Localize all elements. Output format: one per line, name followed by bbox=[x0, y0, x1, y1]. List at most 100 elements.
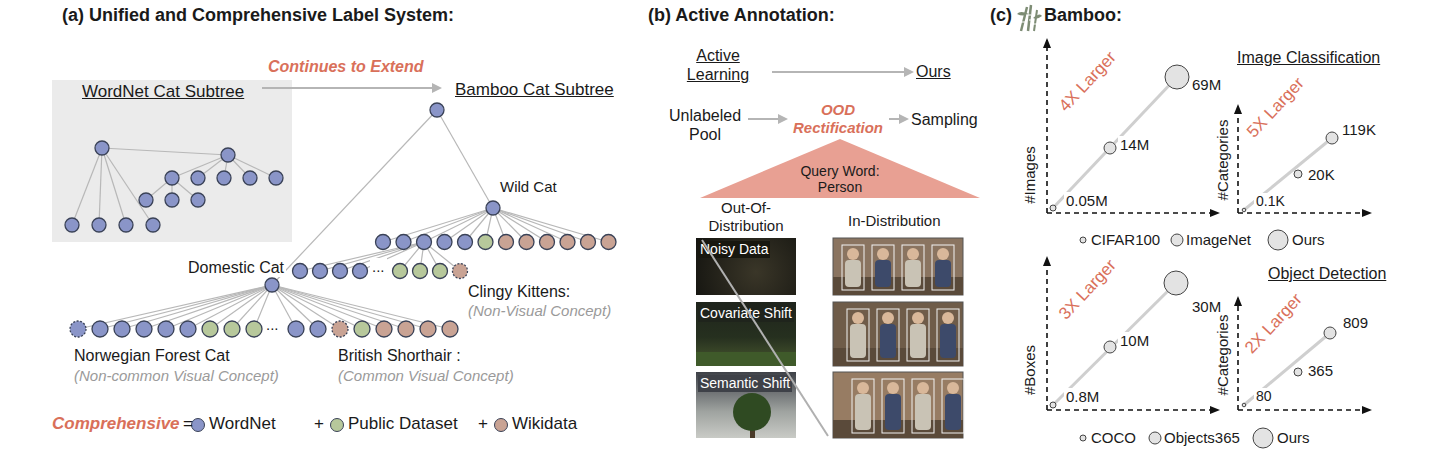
chart-axis bbox=[1237, 298, 1239, 410]
photo-person-head bbox=[887, 382, 899, 394]
legend-swatch bbox=[494, 418, 508, 432]
label-slot: Continues to Extend bbox=[268, 57, 424, 76]
tree-node-circle bbox=[393, 264, 408, 279]
legend-text: Public Dataset bbox=[348, 414, 458, 434]
text-label: 30M bbox=[1192, 298, 1221, 316]
text-label: Comprehensive bbox=[52, 414, 180, 434]
tree-node-circle bbox=[430, 103, 444, 117]
chart-axis bbox=[1238, 212, 1370, 214]
size-bubble bbox=[1164, 271, 1188, 295]
tree-node-circle bbox=[224, 321, 240, 337]
tree-link bbox=[102, 148, 228, 155]
rotated-label: #Categories bbox=[1214, 120, 1232, 201]
tree-node-circle bbox=[486, 201, 500, 215]
extend-arrow bbox=[262, 87, 440, 89]
label-slot: = bbox=[183, 414, 193, 434]
label-slot: British Shorthair : bbox=[338, 346, 461, 365]
legend-text: CIFAR100 bbox=[1091, 231, 1160, 249]
text-label: Sampling bbox=[911, 110, 978, 129]
tree-node-circle bbox=[332, 321, 348, 337]
bamboo-icon bbox=[1034, 10, 1037, 31]
panel-heading: WordNet Cat Subtree bbox=[82, 82, 244, 102]
photo-person-head bbox=[857, 382, 869, 394]
label-slot: (Common Visual Concept) bbox=[338, 367, 514, 385]
tree-node-circle bbox=[288, 321, 304, 337]
tree-node-circle bbox=[243, 171, 257, 185]
size-bubble bbox=[1050, 402, 1056, 408]
text-label: Domestic Cat bbox=[186, 258, 286, 277]
label-slot: 3X Larger bbox=[1055, 256, 1121, 325]
tree-node-circle bbox=[95, 141, 109, 155]
photo-person-head bbox=[917, 382, 929, 394]
legend-bubble bbox=[1268, 230, 1288, 250]
legend-bubble bbox=[1253, 428, 1273, 448]
photo-person-head bbox=[942, 312, 954, 324]
query-text: Query Word: Person bbox=[785, 163, 895, 195]
label-slot: 4X Larger bbox=[1055, 48, 1121, 117]
photo-person-body bbox=[935, 260, 951, 287]
tree-node-circle bbox=[499, 235, 514, 250]
photo-person-head bbox=[882, 312, 894, 324]
tree-node-circle bbox=[165, 193, 179, 207]
photo-person-head bbox=[937, 248, 949, 260]
label-slot: ... bbox=[266, 316, 279, 334]
tree-node-circle bbox=[202, 321, 218, 337]
legend-swatch bbox=[330, 418, 344, 432]
bamboo-joint bbox=[1026, 15, 1031, 16]
size-bubble bbox=[1326, 132, 1338, 144]
text-label: (Common Visual Concept) bbox=[338, 367, 514, 385]
text-label: Unlabeled Pool bbox=[663, 106, 747, 144]
label-slot: 809 bbox=[1343, 314, 1368, 332]
rotated-label: #Boxes bbox=[1021, 345, 1039, 395]
text-label: Norwegian Forest Cat bbox=[74, 346, 230, 365]
tree-node-circle bbox=[396, 235, 411, 250]
ood-image: Noisy Data bbox=[696, 238, 796, 295]
tree-node-circle bbox=[191, 193, 205, 207]
tree-node-circle bbox=[310, 321, 326, 337]
text-label: Image Classification bbox=[1237, 48, 1380, 67]
legend-text: Wikidata bbox=[512, 414, 577, 434]
tree-node-circle bbox=[221, 148, 235, 162]
tree-link bbox=[210, 285, 272, 329]
label-slot: Ours bbox=[916, 62, 951, 81]
photo-bounding-box bbox=[932, 245, 954, 290]
label-slot: (b) Active Annotation: bbox=[648, 5, 835, 27]
label-slot: #Boxes bbox=[1021, 345, 1039, 395]
tree-node-circle bbox=[265, 278, 279, 292]
label-slot: Object Detection bbox=[1268, 264, 1386, 283]
text-label: 119K bbox=[1342, 121, 1376, 139]
legend-slot: Wikidata bbox=[512, 414, 577, 434]
chart-axis bbox=[1047, 212, 1218, 214]
tree-node-circle bbox=[376, 321, 392, 337]
text-label: (Non-common Visual Concept) bbox=[74, 367, 279, 385]
tree-node-circle bbox=[65, 218, 79, 232]
photo-frame bbox=[833, 372, 963, 438]
text-label: In-Distribution bbox=[848, 212, 941, 230]
tree-node-circle bbox=[453, 264, 468, 279]
size-bubble bbox=[1050, 205, 1056, 211]
chart-axis bbox=[1237, 106, 1239, 213]
tree-node-circle bbox=[478, 235, 493, 250]
ood-strike-line bbox=[702, 240, 828, 436]
text-label: Clingy Kittens: bbox=[468, 282, 570, 301]
photo-person-body bbox=[850, 324, 866, 358]
rotated-label: 2X Larger bbox=[1241, 290, 1307, 359]
tree-node-circle bbox=[158, 321, 174, 337]
tree-node-circle bbox=[458, 235, 473, 250]
label-slot: Comprehensive bbox=[52, 414, 180, 434]
tree-node-circle bbox=[191, 171, 205, 185]
tree-link bbox=[437, 110, 493, 208]
label-slot: (a) Unified and Comprehensive Label Syst… bbox=[62, 5, 454, 27]
tree-link bbox=[102, 148, 153, 225]
photo-person-head bbox=[877, 248, 889, 260]
tree-link bbox=[99, 148, 102, 225]
photo-bounding-box bbox=[877, 309, 899, 361]
legend-slot: Public Dataset bbox=[348, 414, 458, 434]
label-slot: Clingy Kittens: bbox=[468, 282, 570, 301]
legend-slot: Ours bbox=[1292, 231, 1325, 249]
photo-bounding-box bbox=[882, 379, 904, 433]
text-label: 809 bbox=[1343, 314, 1368, 332]
legend-slot: COCO bbox=[1091, 429, 1136, 447]
tree-node-circle bbox=[333, 264, 348, 279]
